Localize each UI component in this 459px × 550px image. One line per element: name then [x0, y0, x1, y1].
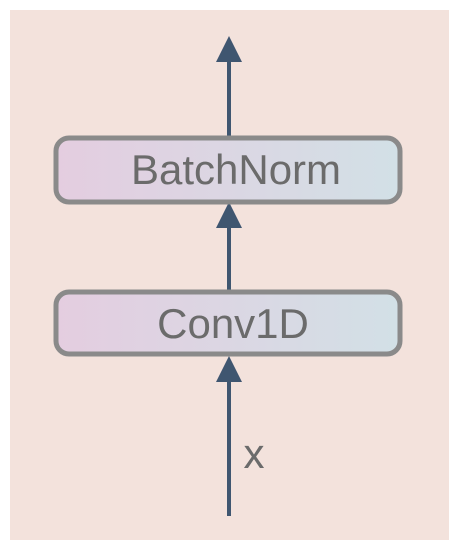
- edge-input-to-conv1d: [216, 356, 242, 516]
- node-conv1d-label: Conv1D: [157, 300, 309, 347]
- edge-batchnorm-to-output: [216, 36, 242, 138]
- node-batchnorm: BatchNorm: [53, 135, 403, 205]
- input-label-x: x: [244, 430, 265, 477]
- node-batchnorm-label: BatchNorm: [131, 146, 341, 193]
- node-conv1d: Conv1D: [53, 289, 403, 357]
- edge-conv1d-to-batchnorm: [216, 202, 242, 292]
